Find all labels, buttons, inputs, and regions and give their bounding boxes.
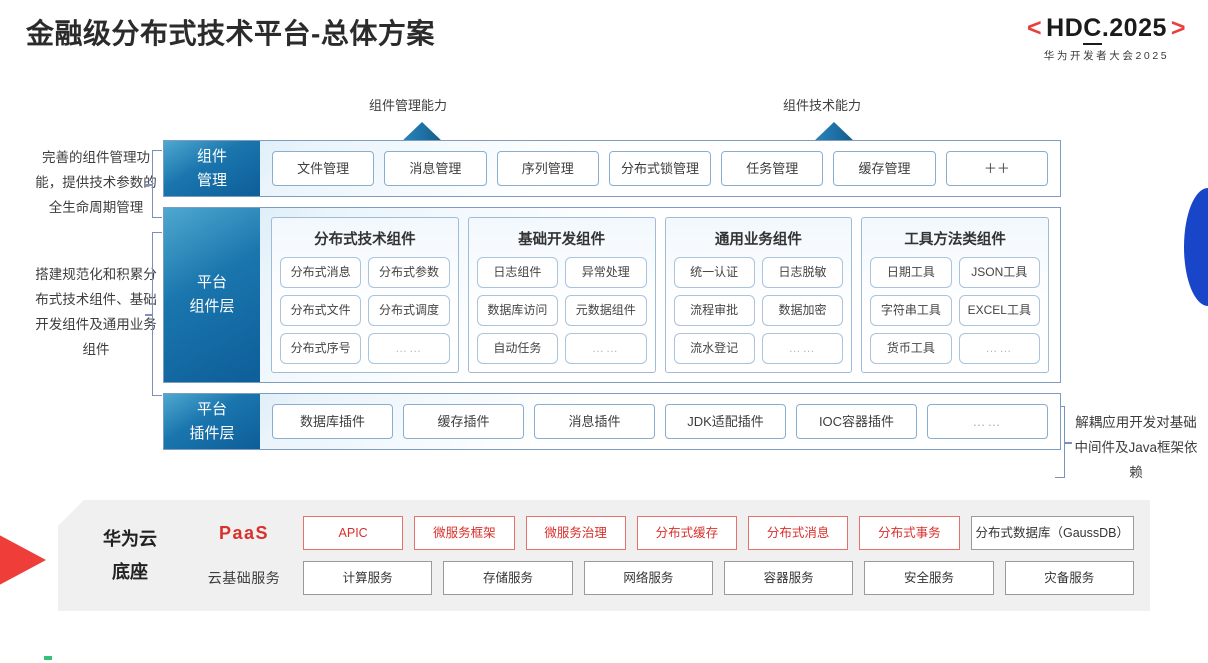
green-mark-decoration — [44, 656, 52, 660]
chip-file-management[interactable]: 文件管理 — [272, 151, 375, 186]
note-component-layer: 搭建规范化和积累分布式技术组件、基础开发组件及通用业务组件 — [35, 267, 157, 357]
band-label-component-layer: 平台 组件层 — [164, 208, 260, 382]
architecture-stack: 组件 管理 文件管理 消息管理 序列管理 分布式锁管理 任务管理 缓存管理 ＋＋… — [163, 140, 1061, 460]
cloud-basic-row-label: 云基础服务 — [207, 570, 281, 586]
chip-cache-management[interactable]: 缓存管理 — [833, 151, 936, 186]
pbox-distributed-message[interactable]: 分布式消息 — [748, 516, 849, 550]
group-title-utility-methods: 工具方法类组件 — [904, 232, 1006, 248]
pbox-microservice-framework[interactable]: 微服务框架 — [414, 516, 515, 550]
cell-process-approval[interactable]: 流程审批 — [673, 295, 755, 326]
cell-distributed-schedule[interactable]: 分布式调度 — [368, 295, 450, 326]
cell-log-masking[interactable]: 日志脱敏 — [761, 257, 844, 288]
cell-auto-task[interactable]: 自动任务 — [476, 333, 559, 364]
band-body-plugin-layer: 数据库插件 缓存插件 消息插件 JDK适配插件 IOC容器插件 …… — [260, 394, 1060, 449]
cell-business-more[interactable]: …… — [761, 333, 844, 364]
group-distributed-tech: 分布式技术组件 分布式消息 分布式参数 分布式文件 分布式调度 分布式序号 …… — [271, 217, 459, 373]
paas-row-label: PaaS — [218, 522, 270, 543]
pbox-distributed-transaction[interactable]: 分布式事务 — [859, 516, 960, 550]
pbox-security-service[interactable]: 安全服务 — [864, 561, 994, 595]
band-component-layer: 平台 组件层 分布式技术组件 分布式消息 分布式参数 分布式文件 分布式调度 分… — [163, 207, 1061, 383]
chip-more-plus[interactable]: ＋＋ — [945, 151, 1048, 186]
red-arrow-decoration — [0, 515, 46, 605]
logo-bracket-right-icon: > — [1170, 14, 1186, 42]
blue-lens-decoration — [1184, 188, 1208, 306]
paas-rows: PaaS APIC 微服务框架 微服务治理 分布式缓存 分布式消息 分布式事务 … — [196, 516, 1134, 595]
group-basic-development: 基础开发组件 日志组件 异常处理 数据库访问 元数据组件 自动任务 …… — [467, 217, 656, 373]
pbox-microservice-governance[interactable]: 微服务治理 — [525, 516, 626, 550]
group-title-basic-development: 基础开发组件 — [518, 232, 606, 248]
logo-hd-text: HD — [1046, 14, 1084, 42]
chip-ioc-container-plugin[interactable]: IOC容器插件 — [796, 404, 917, 439]
note-plugin-layer: 解耦应用开发对基础中间件及Java框架依赖 — [1074, 415, 1198, 480]
hdc-logo-main: <HDC.2025> — [1023, 14, 1190, 45]
chip-message-management[interactable]: 消息管理 — [384, 151, 487, 186]
page-title: 金融级分布式技术平台-总体方案 — [26, 18, 435, 49]
cell-metadata-component[interactable]: 元数据组件 — [565, 295, 647, 326]
group-common-business: 通用业务组件 统一认证 日志脱敏 流程审批 数据加密 流水登记 …… — [664, 217, 853, 373]
bracket-component-management — [145, 150, 162, 218]
cell-currency-util[interactable]: 货币工具 — [870, 333, 952, 364]
paas-row-paas: PaaS APIC 微服务框架 微服务治理 分布式缓存 分布式消息 分布式事务 … — [196, 516, 1134, 550]
logo-year-text: .2025 — [1101, 14, 1167, 42]
pbox-network-service[interactable]: 网络服务 — [583, 561, 713, 595]
cell-log-component[interactable]: 日志组件 — [476, 257, 559, 288]
group-title-common-business: 通用业务组件 — [714, 232, 802, 248]
hdc-logo: <HDC.2025> 华为开发者大会2025 — [1023, 14, 1190, 63]
paas-row-cloud-basic: 云基础服务 计算服务 存储服务 网络服务 容器服务 安全服务 灾备服务 — [196, 561, 1134, 595]
pbox-container-service[interactable]: 容器服务 — [723, 561, 854, 595]
chip-plugin-more[interactable]: …… — [927, 404, 1048, 439]
band-body-component-management: 文件管理 消息管理 序列管理 分布式锁管理 任务管理 缓存管理 ＋＋ — [260, 141, 1060, 196]
cell-database-access[interactable]: 数据库访问 — [476, 295, 559, 326]
cell-distributed-sequence[interactable]: 分布式序号 — [280, 333, 362, 364]
cell-distributed-message[interactable]: 分布式消息 — [280, 257, 362, 288]
arrow-label-component-technology: 组件技术能力 — [783, 98, 862, 113]
note-component-management: 完善的组件管理功能，提供技术参数的全生命周期管理 — [35, 150, 157, 215]
band-component-management: 组件 管理 文件管理 消息管理 序列管理 分布式锁管理 任务管理 缓存管理 ＋＋ — [163, 140, 1061, 197]
hdc-logo-subtitle: 华为开发者大会2025 — [1043, 50, 1170, 62]
pbox-distributed-cache[interactable]: 分布式缓存 — [636, 516, 737, 550]
cell-util-more[interactable]: …… — [958, 333, 1040, 364]
huawei-cloud-panel: 华为云 底座 PaaS APIC 微服务框架 微服务治理 分布式缓存 分布式消息… — [58, 500, 1150, 611]
pbox-disaster-recovery-service[interactable]: 灾备服务 — [1004, 561, 1134, 595]
chip-distributed-lock-management[interactable]: 分布式锁管理 — [608, 151, 712, 186]
group-utility-methods: 工具方法类组件 日期工具 JSON工具 字符串工具 EXCEL工具 货币工具 …… — [861, 217, 1049, 373]
cell-distributed-file[interactable]: 分布式文件 — [280, 295, 362, 326]
pbox-apic[interactable]: APIC — [303, 516, 404, 550]
cell-transaction-record[interactable]: 流水登记 — [673, 333, 755, 364]
bracket-component-layer — [145, 232, 162, 396]
chip-cache-plugin[interactable]: 缓存插件 — [403, 404, 524, 439]
band-plugin-layer: 平台 插件层 数据库插件 缓存插件 消息插件 JDK适配插件 IOC容器插件 …… — [163, 393, 1061, 450]
cell-distributed-more[interactable]: …… — [368, 333, 450, 364]
chip-database-plugin[interactable]: 数据库插件 — [272, 404, 393, 439]
pbox-compute-service[interactable]: 计算服务 — [303, 561, 433, 595]
chip-sequence-management[interactable]: 序列管理 — [496, 151, 599, 186]
cell-data-encryption[interactable]: 数据加密 — [761, 295, 844, 326]
cell-excel-util[interactable]: EXCEL工具 — [958, 295, 1040, 326]
band-label-component-management: 组件 管理 — [164, 141, 260, 196]
pbox-storage-service[interactable]: 存储服务 — [443, 561, 573, 595]
cell-json-util[interactable]: JSON工具 — [958, 257, 1040, 288]
cell-string-util[interactable]: 字符串工具 — [870, 295, 952, 326]
chip-task-management[interactable]: 任务管理 — [721, 151, 824, 186]
logo-c-text: C — [1083, 14, 1102, 45]
arrow-label-component-management: 组件管理能力 — [369, 98, 448, 113]
cell-distributed-parameter[interactable]: 分布式参数 — [368, 257, 450, 288]
chip-jdk-adapter-plugin[interactable]: JDK适配插件 — [665, 404, 786, 439]
cell-date-util[interactable]: 日期工具 — [870, 257, 952, 288]
group-title-distributed-tech: 分布式技术组件 — [314, 232, 416, 248]
panel-title-huawei-cloud: 华为云 底座 — [103, 528, 157, 582]
cell-exception-handling[interactable]: 异常处理 — [565, 257, 647, 288]
pbox-distributed-database-gaussdb[interactable]: 分布式数据库（GaussDB） — [970, 516, 1134, 550]
cell-unified-auth[interactable]: 统一认证 — [673, 257, 755, 288]
band-body-component-layer: 分布式技术组件 分布式消息 分布式参数 分布式文件 分布式调度 分布式序号 ……… — [260, 208, 1060, 382]
chip-message-plugin[interactable]: 消息插件 — [534, 404, 655, 439]
band-label-plugin-layer: 平台 插件层 — [164, 394, 260, 449]
cell-basic-more[interactable]: …… — [565, 333, 647, 364]
logo-bracket-left-icon: < — [1027, 14, 1043, 42]
